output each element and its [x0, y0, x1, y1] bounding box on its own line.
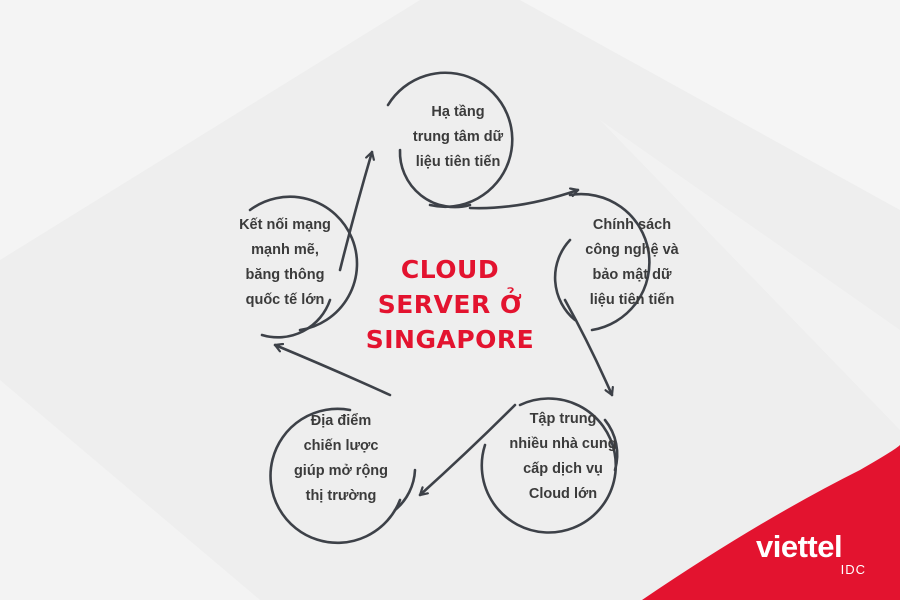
- node-bottom-right-line: cấp dịch vụ: [523, 461, 603, 477]
- node-circle-right: [568, 192, 651, 332]
- node-bottom-right-line: nhiều nhà cung: [509, 436, 617, 452]
- node-bottom-left-line: chiến lược: [303, 438, 379, 454]
- center-title-line: SERVER Ở: [377, 290, 523, 319]
- arrow-left-to-top: [338, 150, 372, 272]
- node-left-line: mạnh mẽ,: [251, 242, 319, 258]
- node-right-line: liệu tiên tiến: [589, 292, 675, 308]
- node-circle-top: [386, 71, 514, 209]
- brand-corner-shape: [642, 445, 900, 600]
- node-circle-bottom-right: [480, 397, 618, 534]
- node-right-label: Chính sách công nghệ và bảo mật dữ liệu …: [557, 213, 707, 313]
- node-top-line: liệu tiên tiến: [415, 154, 501, 170]
- node-left-line: Kết nối mạng: [239, 217, 331, 233]
- node-inner-arc-left: [260, 298, 332, 339]
- brand-name: viettel: [756, 529, 843, 564]
- node-right-line: bảo mật dữ: [592, 267, 672, 283]
- node-right-line: Chính sách: [592, 217, 672, 233]
- node-top-line: Hạ tầng: [431, 104, 485, 120]
- arrow-top-to-right: [468, 190, 580, 210]
- center-title: CLOUD SERVER Ở SINGAPORE: [340, 252, 560, 357]
- brand-sub: IDC: [840, 562, 866, 577]
- node-left-line: quốc tế lớn: [245, 292, 325, 308]
- node-top-label: Hạ tầng trung tâm dữ liệu tiên tiến: [383, 100, 533, 175]
- node-bottom-right-line: Cloud lớn: [528, 486, 598, 502]
- arrow-bottom-right-to-bottom-left: [418, 403, 517, 497]
- brand-logo: viettel IDC: [756, 529, 866, 578]
- node-circle-bottom-left: [269, 407, 402, 545]
- node-left-line: băng thông: [245, 267, 325, 283]
- node-left-label: Kết nối mạng mạnh mẽ, băng thông quốc tế…: [210, 213, 360, 313]
- center-title-line: CLOUD: [400, 255, 500, 284]
- node-bottom-left-line: thị trường: [305, 488, 377, 504]
- node-top-line: trung tâm dữ: [412, 129, 504, 145]
- node-bottom-left-line: giúp mở rộng: [293, 463, 389, 479]
- node-bottom-left-label: Địa điểm chiến lược giúp mở rộng thị trư…: [266, 409, 416, 509]
- node-inner-arc-bottom-right: [603, 418, 619, 472]
- node-inner-arc-bottom-left: [393, 468, 417, 512]
- node-circle-left: [248, 195, 359, 332]
- node-inner-arc-right: [553, 238, 577, 322]
- arrow-right-to-bottom-right: [563, 298, 612, 397]
- node-bottom-right-label: Tập trung nhiều nhà cung cấp dịch vụ Clo…: [488, 407, 638, 507]
- center-title-line: SINGAPORE: [365, 325, 535, 354]
- node-right-line: công nghệ và: [585, 242, 679, 258]
- node-inner-arc-top: [398, 148, 472, 209]
- node-bottom-right-line: Tập trung: [529, 411, 597, 427]
- arrow-bottom-left-to-left: [273, 345, 392, 397]
- node-bottom-left-line: Địa điểm: [310, 413, 372, 429]
